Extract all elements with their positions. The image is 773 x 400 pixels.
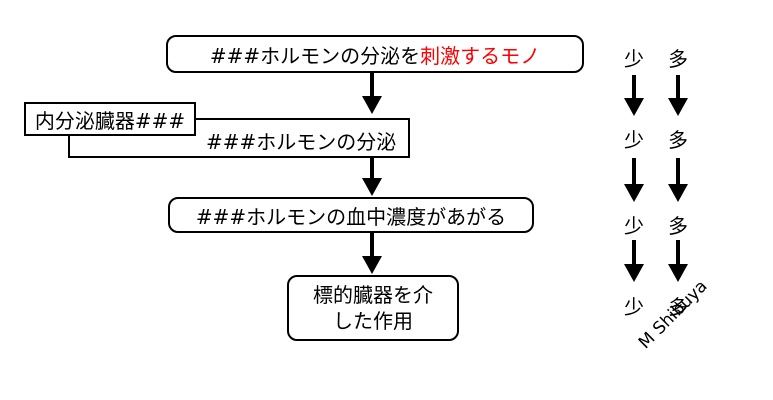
left-arrow-2 (624, 158, 644, 202)
level-left-3: 少 (624, 214, 644, 238)
target-organ-line1: 標的臓器を介 (313, 283, 433, 307)
flow-arrow-1 (362, 73, 382, 114)
level-right-4: 多 (668, 295, 688, 319)
left-arrow-1 (624, 75, 644, 116)
stimulus-box: ###ホルモンの分泌を刺激するモノ (166, 35, 584, 73)
left-arrow-3 (624, 240, 644, 282)
endocrine-organ-text: 内分泌臓器### (34, 108, 186, 133)
stimulus-highlight: 刺激するモノ (420, 43, 541, 68)
target-organ-line2: した作用 (333, 309, 413, 333)
stimulus-prefix: ###ホルモンの分泌を (209, 43, 421, 68)
target-organ-box: 標的臓器を介 した作用 (287, 275, 459, 341)
flow-arrow-2 (362, 157, 382, 196)
right-arrow-1 (668, 75, 688, 116)
secretion-text: ###ホルモンの分泌 (206, 130, 397, 154)
flow-arrow-3 (362, 232, 382, 274)
level-right-3: 多 (668, 214, 688, 238)
level-left-4: 少 (624, 295, 644, 319)
endocrine-organ-label: 内分泌臓器### (24, 102, 196, 136)
right-arrow-3 (668, 240, 688, 282)
blood-level-box: ###ホルモンの血中濃度があがる (168, 197, 534, 233)
blood-level-text: ###ホルモンの血中濃度があがる (195, 204, 507, 229)
right-arrow-2 (668, 158, 688, 202)
level-left-1: 少 (624, 47, 644, 71)
level-right-1: 多 (668, 47, 688, 71)
level-right-2: 多 (668, 128, 688, 152)
level-left-2: 少 (624, 128, 644, 152)
